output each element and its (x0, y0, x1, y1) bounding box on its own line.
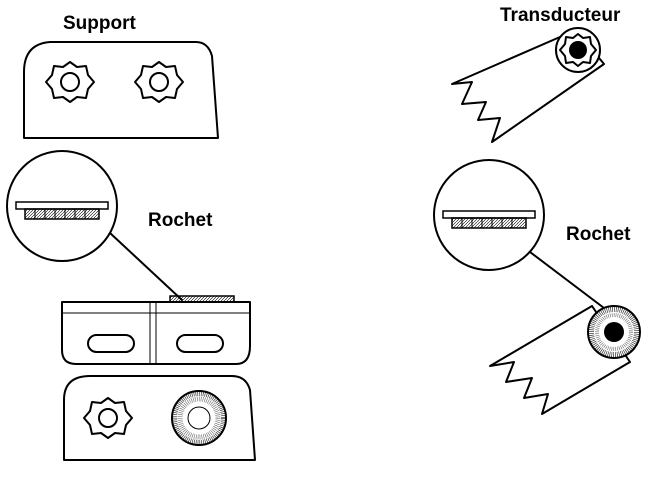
bracket-screw (83, 397, 133, 439)
support-screw-right (134, 61, 184, 103)
transducer-label: Transducteur (500, 5, 621, 26)
ratchet-bracket (63, 375, 256, 461)
ratchet-gear-right (587, 305, 641, 359)
ratchet-side-view (61, 295, 251, 365)
support-screw-left (45, 61, 95, 103)
leader-line-right (529, 251, 605, 309)
leader-line-left (109, 232, 183, 301)
ratchet-gear-left (171, 390, 227, 446)
support-label: Support (63, 13, 136, 34)
ratchet-label-right: Rochet (566, 224, 631, 245)
transducer-bottom (489, 305, 641, 415)
support-bracket (23, 41, 219, 139)
ratchet-detail-circle-left (6, 150, 118, 262)
ratchet-label-left: Rochet (148, 210, 213, 231)
transducer-top (451, 27, 605, 143)
ratchet-detail-circle-right (433, 159, 545, 271)
